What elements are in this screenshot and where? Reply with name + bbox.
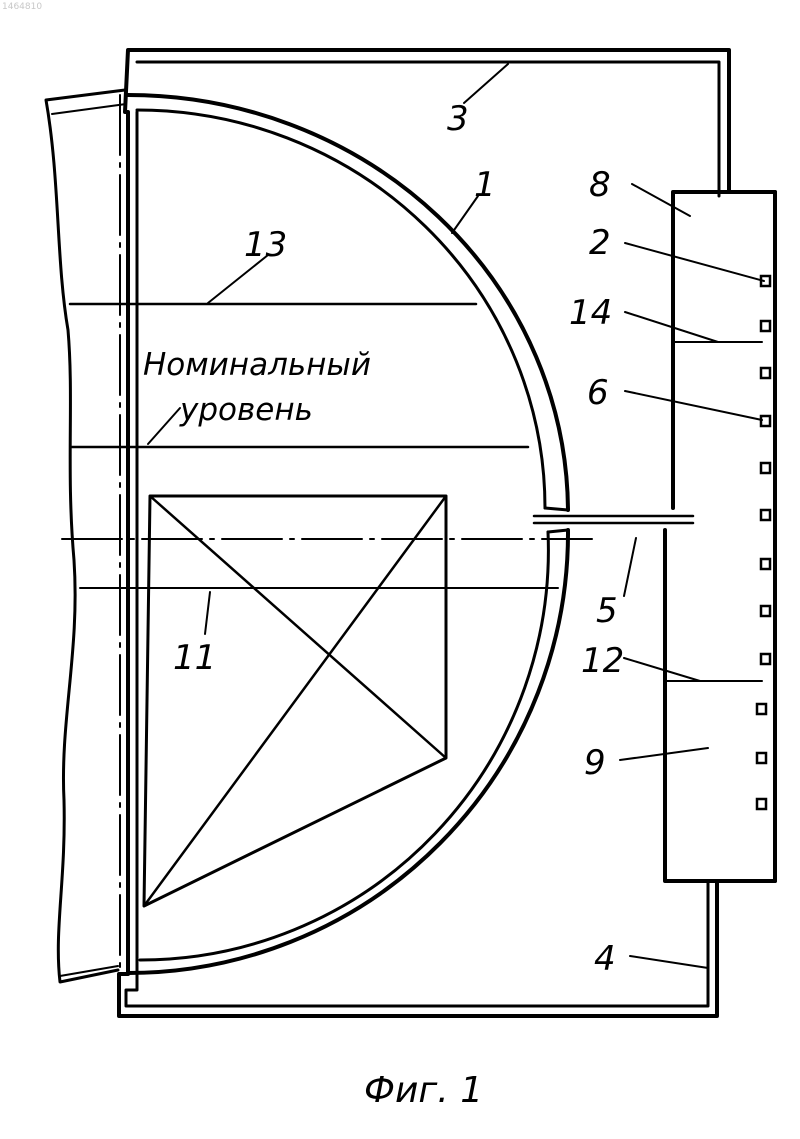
callout-1: 1 — [474, 165, 496, 205]
callout-9: 9 — [584, 743, 606, 783]
callout-8: 8 — [589, 165, 611, 205]
nominal-level-label-line2: уровень — [179, 392, 313, 428]
pole-piece-outline — [665, 192, 775, 881]
core-diagonal-b — [144, 496, 446, 906]
left-strip-outer — [46, 90, 125, 982]
figure-caption: Фиг. 1 — [364, 1070, 483, 1111]
callout-5: 5 — [596, 591, 618, 631]
shell-lower-outer — [128, 530, 568, 973]
callout-2: 2 — [589, 223, 611, 263]
callout-11: 11 — [173, 638, 216, 678]
shell-upper-end — [545, 508, 568, 510]
nominal-level-label-line1: Номинальный — [143, 347, 371, 383]
watermark-text: 1464810 — [2, 2, 42, 12]
callout-3: 3 — [447, 99, 469, 139]
callout-13: 13 — [244, 225, 287, 265]
sensor-array — [757, 276, 770, 809]
core-diagonal-a — [150, 496, 446, 758]
callout-12: 12 — [581, 641, 624, 681]
shell-lower-inner — [140, 532, 548, 960]
callout-6: 6 — [587, 373, 609, 413]
shell-lower-end — [548, 530, 568, 532]
callout-4: 4 — [594, 939, 616, 979]
callout-14: 14 — [569, 293, 612, 333]
